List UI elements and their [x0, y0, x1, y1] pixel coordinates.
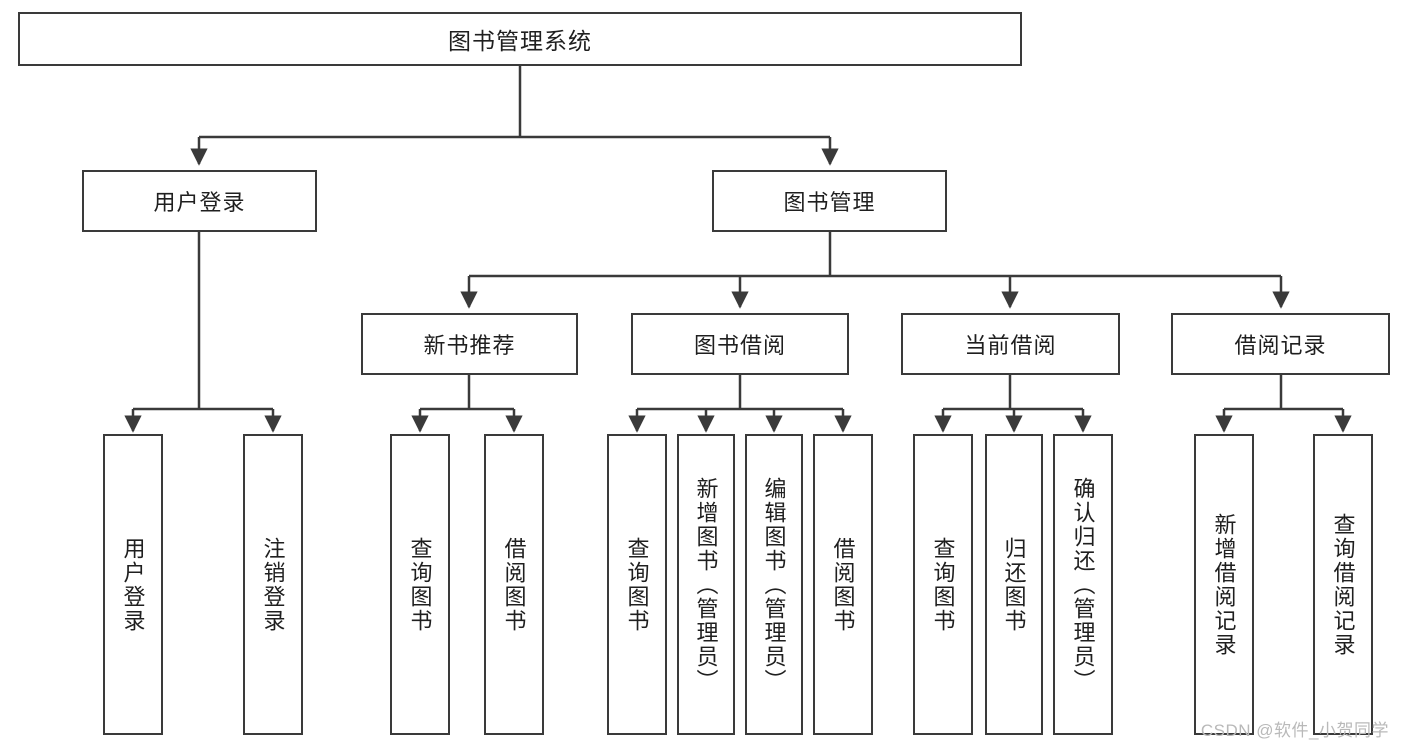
node-root-system[interactable]: 图书管理系统 — [18, 12, 1022, 66]
leaf-logout[interactable]: 注销登录 — [243, 434, 303, 735]
leaf-borrow-query-book[interactable]: 查询图书 — [607, 434, 667, 735]
leaf-record-query-borrow-record[interactable]: 查询借阅记录 — [1313, 434, 1373, 735]
node-new-book-recommend[interactable]: 新书推荐 — [361, 313, 578, 375]
node-book-borrow[interactable]: 图书借阅 — [631, 313, 849, 375]
leaf-user-login[interactable]: 用户登录 — [103, 434, 163, 735]
leaf-recommend-borrow-book[interactable]: 借阅图书 — [484, 434, 544, 735]
leaf-borrow-add-book-admin[interactable]: 新增图书（管理员） — [677, 434, 735, 735]
node-user-login[interactable]: 用户登录 — [82, 170, 317, 232]
leaf-record-add-borrow-record[interactable]: 新增借阅记录 — [1194, 434, 1254, 735]
node-book-management[interactable]: 图书管理 — [712, 170, 947, 232]
watermark-text: CSDN @软件_小贺同学 — [1200, 721, 1389, 740]
leaf-current-query-book[interactable]: 查询图书 — [913, 434, 973, 735]
node-current-borrow[interactable]: 当前借阅 — [901, 313, 1120, 375]
leaf-current-return-book[interactable]: 归还图书 — [985, 434, 1043, 735]
node-borrow-record[interactable]: 借阅记录 — [1171, 313, 1390, 375]
leaf-borrow-edit-book-admin[interactable]: 编辑图书（管理员） — [745, 434, 803, 735]
leaf-recommend-query-book[interactable]: 查询图书 — [390, 434, 450, 735]
leaf-current-confirm-return-admin[interactable]: 确认归还（管理员） — [1053, 434, 1113, 735]
leaf-borrow-borrow-book[interactable]: 借阅图书 — [813, 434, 873, 735]
